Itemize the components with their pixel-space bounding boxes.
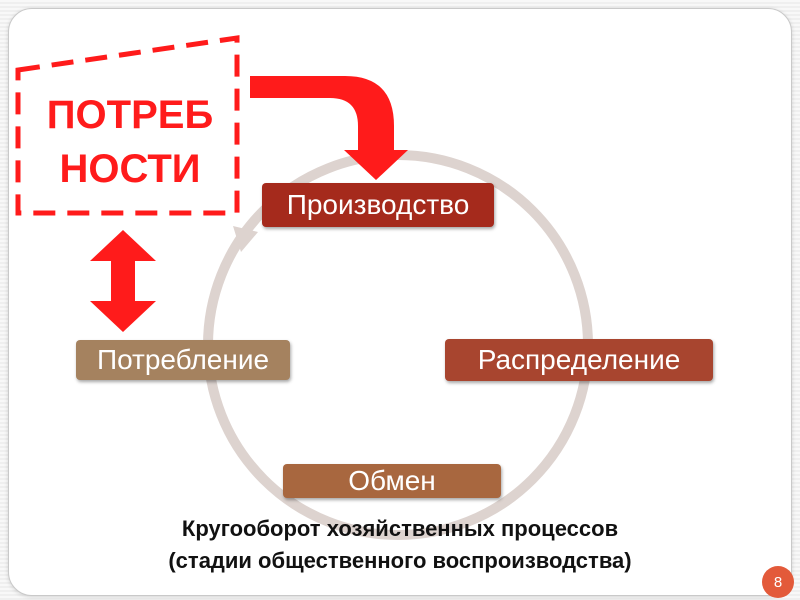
stage-distribution: Распределение — [445, 339, 713, 381]
needs-consumption-double-arrow — [90, 230, 156, 332]
stage-production: Производство — [262, 183, 494, 227]
caption-line-1: Кругооборот хозяйственных процессов — [181, 516, 619, 541]
needs-dashed-frame — [15, 35, 240, 216]
stage-consumption: Потребление — [76, 340, 290, 380]
needs-line-1: ПОТРЕБ — [46, 93, 214, 137]
needs-to-production-arrow — [250, 76, 408, 180]
cycle-arrowhead — [233, 226, 258, 252]
needs-line-2: НОСТИ — [59, 147, 201, 191]
slide-caption: Кругооборот хозяйственных процессов (ста… — [0, 513, 800, 577]
stage-exchange: Обмен — [283, 464, 501, 498]
page-number-badge: 8 — [762, 566, 794, 598]
needs-label: ПОТРЕБ НОСТИ — [40, 88, 220, 196]
caption-line-2: (стадии общественного воспроизводства) — [168, 548, 632, 573]
